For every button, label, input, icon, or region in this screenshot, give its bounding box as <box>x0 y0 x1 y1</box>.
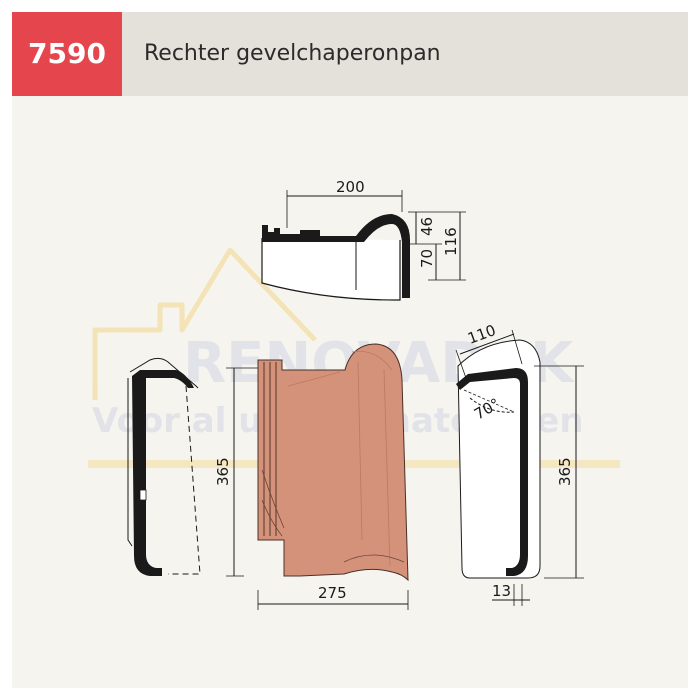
side-top-ext-right <box>511 329 523 365</box>
side-top-ext-left <box>455 349 467 379</box>
drawing-background <box>12 12 688 688</box>
angle-ref-line <box>463 389 515 413</box>
right-side-profile <box>456 368 528 576</box>
dim-top-height-small: 46 <box>418 217 436 236</box>
tile-body <box>257 343 409 582</box>
product-title: Rechter gevelchaperonpan <box>144 41 441 66</box>
side-top-dim-line <box>459 333 515 355</box>
dim-top-width: 200 <box>336 178 365 196</box>
dim-side-bottom-width: 13 <box>492 582 511 600</box>
right-side-outline <box>457 339 541 579</box>
product-header: 7590 Rechter gevelchaperonpan <box>12 12 688 96</box>
product-code-badge: 7590 <box>12 12 122 96</box>
dim-top-height-mid: 70 <box>418 249 436 268</box>
tile-roll-line <box>351 351 393 567</box>
tile-rib-wave <box>261 469 285 537</box>
left-side-outline <box>129 357 199 389</box>
left-side-profile <box>132 370 194 576</box>
left-side-view: 365 <box>127 357 260 577</box>
top-view-profile <box>262 214 410 298</box>
top-view: 200 46 70 116 <box>261 178 466 301</box>
left-side-edge <box>127 378 133 547</box>
watermark-house-outline <box>92 247 317 400</box>
top-view-outline <box>261 238 401 301</box>
tile-bottom-curve <box>343 554 405 563</box>
tile-left-rib <box>263 362 277 536</box>
title-bar: Rechter gevelchaperonpan <box>122 12 688 96</box>
dim-front-width: 275 <box>318 584 347 602</box>
dim-top-height-large: 116 <box>442 227 460 256</box>
dim-side-height-left: 365 <box>214 457 232 486</box>
front-view: 275 <box>257 343 409 610</box>
left-side-notch <box>139 489 147 501</box>
left-side-dashed <box>168 385 201 575</box>
dim-side-height-right: 365 <box>556 457 574 486</box>
tile-diagonal-line <box>287 371 341 387</box>
